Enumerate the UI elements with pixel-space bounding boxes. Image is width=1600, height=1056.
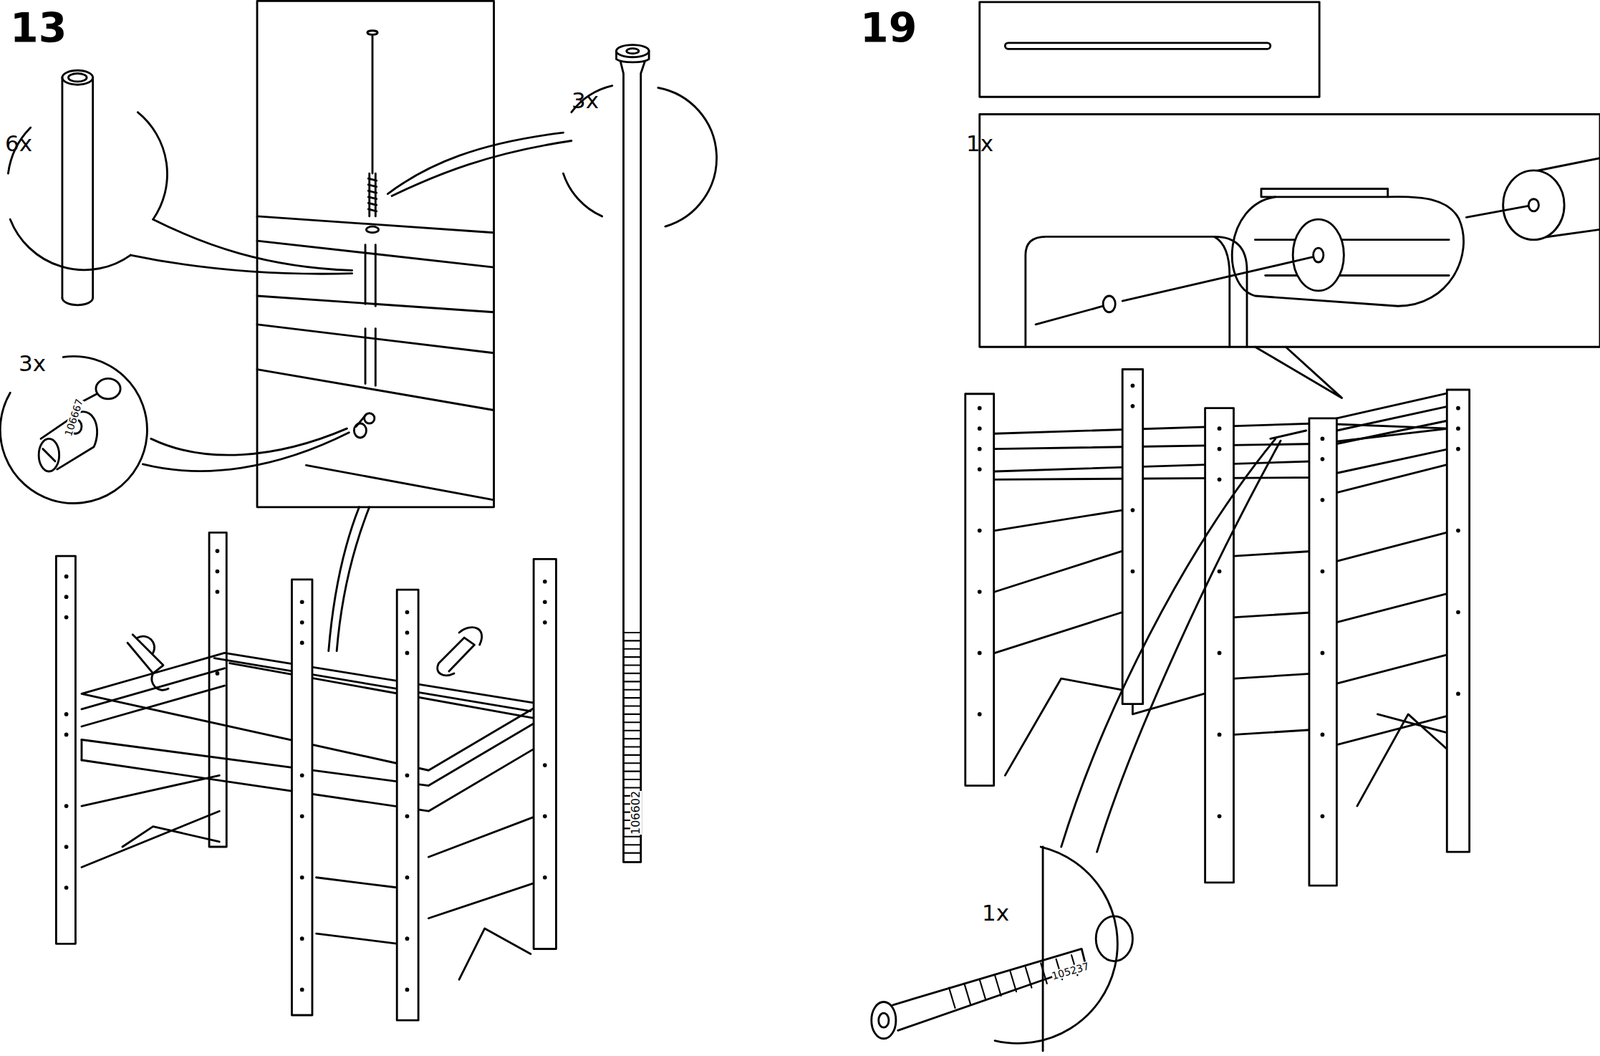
step-number: 19 [860, 7, 917, 49]
quantity-label: 3x [571, 89, 599, 112]
part-number: 105237 [1050, 960, 1091, 981]
part-number: 106602 [630, 790, 642, 835]
quantity-label: 3x [18, 352, 46, 375]
quantity-label: 1x [966, 132, 994, 155]
quantity-label: 1x [981, 901, 1010, 924]
step-number: 13 [10, 7, 67, 49]
quantity-label: 6x [5, 132, 33, 155]
